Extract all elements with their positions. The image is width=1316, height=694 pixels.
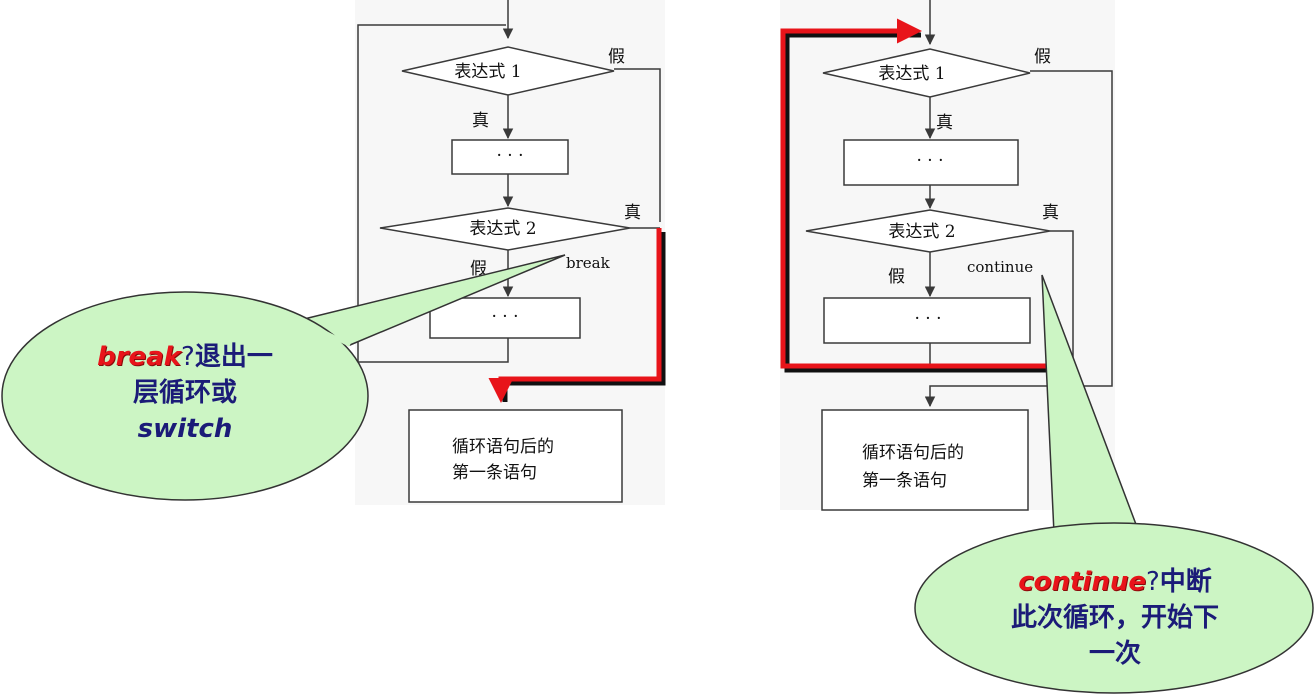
after-loop-line2: 第一条语句: [862, 471, 947, 491]
condition1-diamond: [401, 46, 615, 96]
break-callout: [1, 254, 566, 501]
continue-callout-text: continue?中断 此次循环，开始下 一次: [965, 564, 1265, 672]
true-label-2: 真: [1042, 203, 1059, 223]
false-label: 假: [608, 47, 625, 67]
pointer-join: [299, 318, 351, 347]
body1-box: [843, 139, 1019, 186]
body1-text: · · ·: [496, 146, 523, 166]
continue-path-shadow: [784, 32, 1077, 373]
break-keyword: break: [97, 342, 182, 372]
break-flowchart: 表达式 1 假 真 · · · 表达式 2 真 假 break · · · 循环…: [355, 0, 666, 505]
false-label-2: 假: [470, 259, 487, 279]
continue-callout-line1: continue?中断: [965, 564, 1265, 600]
continue-line1-rest: 中断: [1159, 567, 1212, 597]
break-question: ?: [181, 342, 195, 372]
after-loop-line1: 循环语句后的: [452, 437, 554, 457]
after-loop-line2: 第一条语句: [452, 463, 537, 483]
break-jump-path: [488, 228, 662, 403]
body2-text: · · ·: [914, 309, 941, 329]
break-callout-bubble: [1, 291, 369, 501]
body1-box: [451, 139, 569, 175]
after-loop-box: [408, 409, 623, 503]
break-callout-line1: break?退出一: [40, 339, 330, 375]
condition1-label: 表达式 1: [878, 64, 945, 84]
break-label: break: [566, 254, 611, 272]
false-exit-line: [924, 70, 1113, 408]
continue-callout-line3: 一次: [1088, 639, 1141, 669]
false-label: 假: [1034, 47, 1051, 67]
continue-keyword: continue: [1018, 567, 1146, 597]
condition2-label: 表达式 2: [469, 219, 536, 239]
break-callout-text: break?退出一 层循环或 switch: [40, 339, 330, 447]
true-label-2: 真: [624, 203, 641, 223]
continue-callout-line2: 此次循环，开始下: [1010, 603, 1219, 633]
condition1-label: 表达式 1: [454, 62, 521, 82]
body2-box: [823, 297, 1031, 344]
continue-label: continue: [967, 258, 1033, 276]
continue-true-line: [1050, 230, 1074, 370]
true-label: 真: [936, 113, 953, 133]
continue-question: ?: [1145, 567, 1160, 597]
break-callout-line2: 层循环或: [132, 378, 237, 408]
continue-jump-path: [780, 18, 1073, 369]
condition1-diamond: [822, 48, 1031, 98]
after-loop-box: [821, 409, 1029, 511]
continue-callout-bubble: [914, 522, 1314, 694]
false-exit-line: [614, 68, 661, 222]
true-label: 真: [472, 111, 489, 131]
body2-box: [429, 297, 581, 339]
body1-text: · · ·: [916, 151, 943, 171]
continue-callout: [914, 274, 1314, 694]
pointer-join: [1054, 533, 1141, 557]
break-callout-line3: switch: [137, 414, 233, 444]
condition2-label: 表达式 2: [888, 222, 955, 242]
break-line1-rest: 退出一: [194, 342, 273, 372]
false-label-2: 假: [888, 267, 905, 287]
after-loop-line1: 循环语句后的: [862, 443, 964, 463]
body2-text: · · ·: [491, 307, 518, 327]
